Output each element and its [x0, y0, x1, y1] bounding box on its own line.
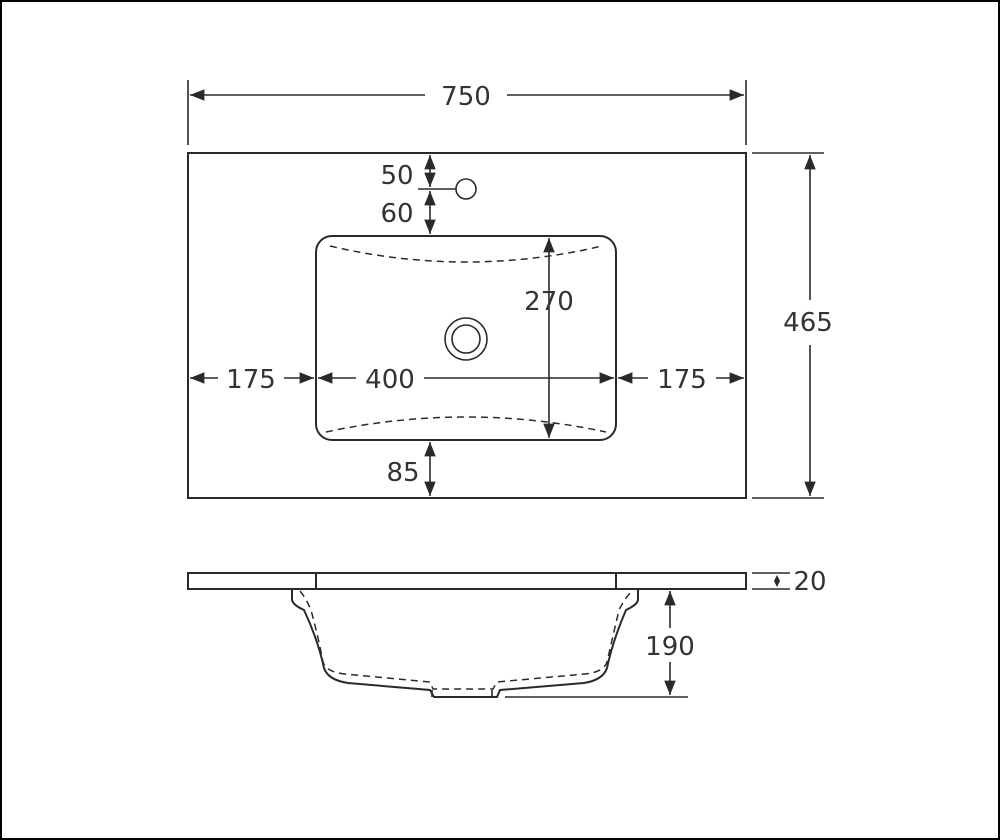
dim-bowl-width: 400	[365, 365, 415, 395]
bowl-profile	[291, 589, 639, 698]
dim-tap-hole-from-back: 50	[380, 161, 413, 191]
bowl-outline	[315, 235, 617, 441]
dim-slab-thickness: 20	[793, 567, 826, 597]
vanity-top-outline	[187, 152, 747, 499]
drain-inner-icon	[451, 324, 481, 354]
dim-front-margin: 85	[386, 458, 419, 488]
dim-overall-width: 750	[441, 82, 491, 112]
thickness-arrow-icon	[774, 575, 780, 587]
dim-overall-depth: 465	[783, 308, 833, 338]
side-view: 20 190	[187, 567, 827, 698]
bowl-inner-profile-dashed	[299, 590, 633, 690]
bowl-back-slope-dashed	[329, 245, 603, 263]
dim-bowl-depth-plan: 270	[524, 287, 574, 317]
drain-outer-icon	[444, 317, 488, 361]
slab-section	[187, 572, 747, 590]
dim-left-margin: 175	[226, 365, 276, 395]
dim-right-margin: 175	[657, 365, 707, 395]
dim-bowl-height: 190	[645, 632, 695, 662]
plan-view: 750 465 50 60 270 175 400 175 85	[187, 80, 833, 499]
tap-hole-icon	[455, 178, 477, 200]
bowl-front-slope-dashed	[325, 416, 607, 433]
dim-tap-hole-to-bowl: 60	[380, 199, 413, 229]
